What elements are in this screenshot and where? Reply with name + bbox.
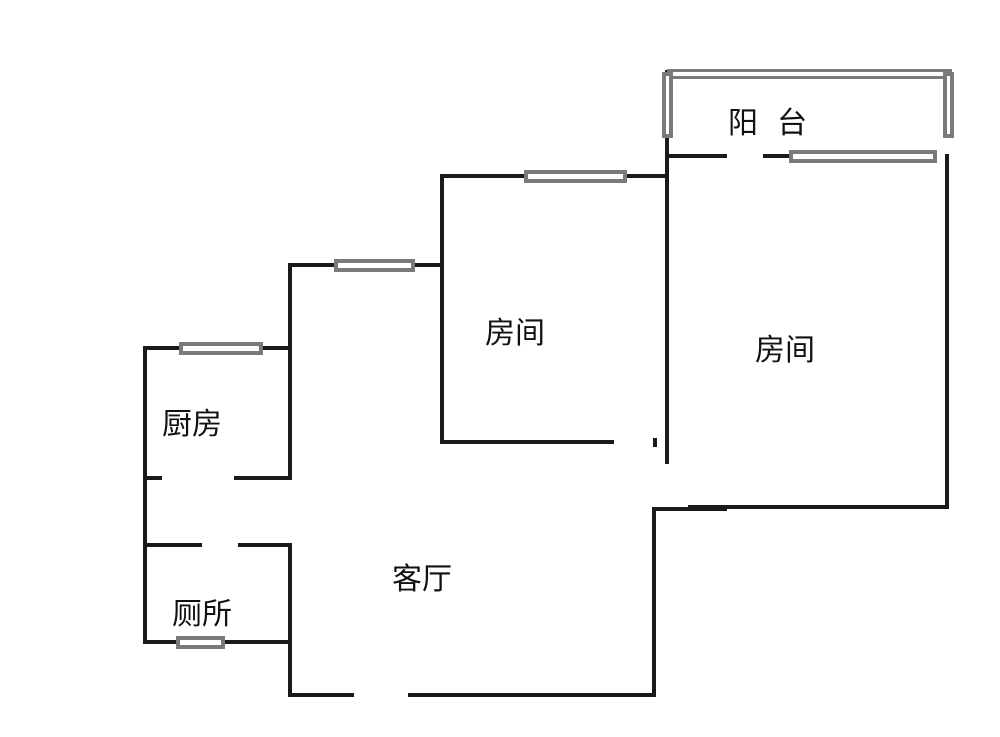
window-bedroom-large-inner [793, 154, 933, 159]
window-bedroom-small-inner [528, 174, 623, 179]
windows [176, 69, 954, 649]
label-balcony: 阳 台 [728, 106, 807, 141]
label-bedroom-large: 房间 [755, 333, 815, 368]
label-bedroom-small: 房间 [485, 316, 545, 351]
label-living-room: 客厅 [392, 562, 452, 597]
window-kitchen-inner [183, 346, 259, 351]
walls [143, 70, 949, 697]
room-labels: 阳 台 房间 房间 厨房 客厅 厕所 [162, 106, 815, 632]
window-step-inner [338, 263, 411, 268]
label-toilet: 厕所 [172, 597, 232, 632]
window-balcony-right-inner [947, 76, 950, 134]
window-balcony-left-inner [666, 76, 669, 134]
window-balcony-top-inner [671, 72, 948, 76]
label-kitchen: 厨房 [162, 407, 222, 442]
window-toilet-inner [180, 640, 221, 645]
